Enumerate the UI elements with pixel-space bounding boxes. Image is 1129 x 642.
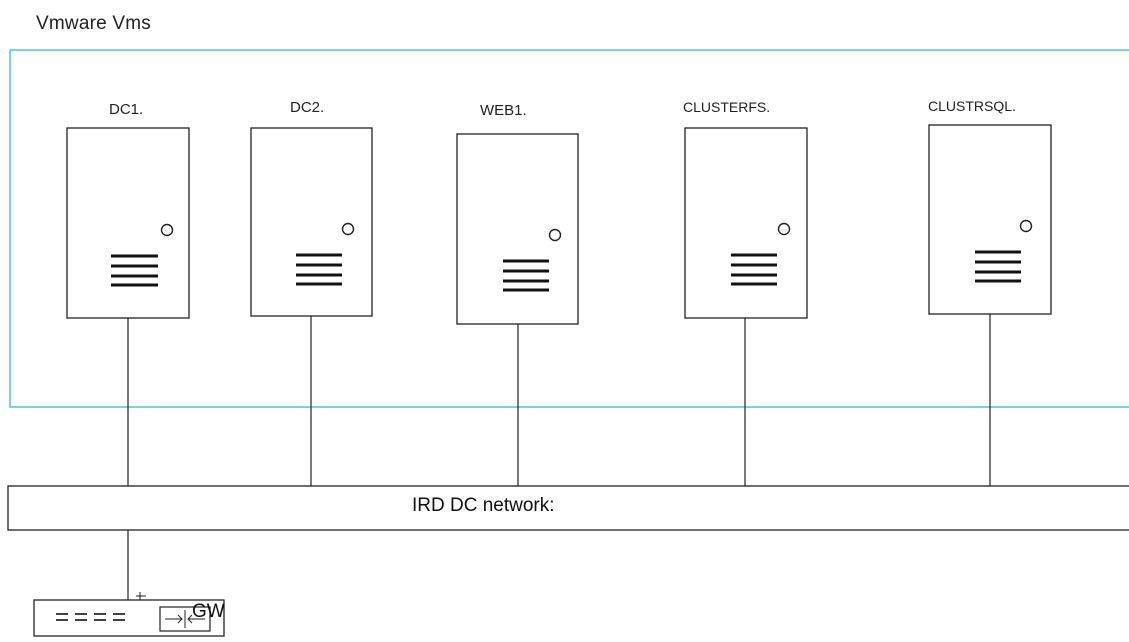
router-ports-icon	[56, 613, 125, 621]
network-label: IRD DC network:	[412, 495, 555, 516]
drive-slots-icon	[111, 254, 158, 287]
drive-slots-icon	[296, 253, 342, 286]
server-clusterfs	[684, 127, 808, 319]
gateway-device	[33, 599, 225, 637]
power-led-icon	[777, 222, 791, 236]
server-links	[127, 314, 991, 486]
server-icon	[66, 127, 190, 319]
power-led-icon	[1019, 219, 1033, 233]
power-led-icon	[341, 222, 355, 236]
server-label-dc2: DC2.	[290, 99, 325, 116]
switch-arrows-icon	[159, 606, 211, 632]
server-web1	[456, 133, 579, 325]
diagram-title: Vmware Vms	[36, 13, 151, 34]
server-icon	[928, 124, 1052, 315]
drive-slots-icon	[503, 259, 549, 292]
network-bar	[7, 485, 1129, 531]
power-led-icon	[548, 228, 562, 242]
server-label-dc1: DC1.	[109, 101, 144, 118]
server-label-clusterfs: CLUSTERFS.	[683, 99, 771, 115]
drive-slots-icon	[975, 250, 1021, 283]
server-dc1	[66, 127, 190, 319]
server-label-web1: WEB1.	[480, 102, 527, 119]
vmware-group-boundary	[9, 49, 1129, 408]
server-icon	[456, 133, 579, 325]
power-led-icon	[160, 223, 174, 237]
server-clustrsql	[928, 124, 1052, 315]
server-icon	[684, 127, 808, 319]
server-dc2	[250, 127, 373, 317]
gateway-label: GW	[192, 601, 225, 622]
server-label-clustrsql: CLUSTRSQL.	[928, 98, 1016, 114]
server-icon	[250, 127, 373, 317]
drive-slots-icon	[731, 253, 777, 286]
